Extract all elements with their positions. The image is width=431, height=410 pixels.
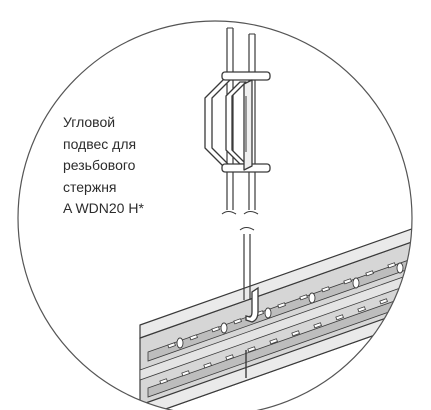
rail-channel [139,218,412,410]
angle-hanger-bracket [204,71,271,173]
rail-hook-clip [245,286,259,323]
caption-line-4: стержня [63,178,117,195]
caption-line-3: резьбового [63,157,136,174]
caption-line-1: Угловой [63,114,116,130]
caption-line-2: подвес для [63,135,137,152]
product-caption: Угловой подвес для резьбового стержня A … [63,112,213,220]
detail-circle-outline [17,20,413,410]
caption-line-5: A WDN20 H* [63,200,144,217]
